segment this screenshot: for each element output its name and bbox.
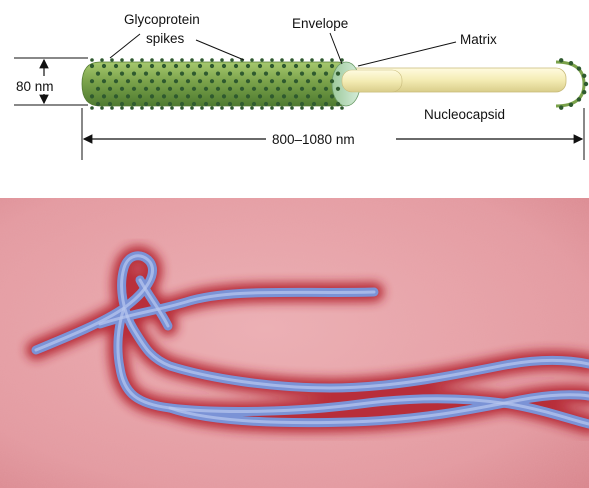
diameter-dimension: 80 nm [14, 58, 88, 105]
matrix-label: Matrix [460, 32, 497, 47]
diameter-label: 80 nm [16, 79, 54, 94]
envelope-label: Envelope [292, 16, 348, 31]
micrograph-grain [0, 198, 589, 488]
electron-micrograph [0, 198, 589, 488]
nucleocapsid-label: Nucleocapsid [424, 107, 505, 122]
length-dimension: 800–1080 nm [82, 108, 584, 160]
glycoprotein-label-line1: Glycoprotein [124, 12, 200, 27]
glycoprotein-leader-left [110, 34, 140, 58]
matrix-leader [358, 42, 456, 66]
virion-diagram: 80 nm Glycoprotein spikes Envelope Matri… [0, 0, 589, 175]
virion-illustration [82, 58, 588, 110]
length-label: 800–1080 nm [272, 132, 355, 147]
glycoprotein-label-line2: spikes [146, 31, 185, 46]
envelope-body [82, 62, 352, 106]
glycoprotein-leader-right [196, 40, 244, 60]
